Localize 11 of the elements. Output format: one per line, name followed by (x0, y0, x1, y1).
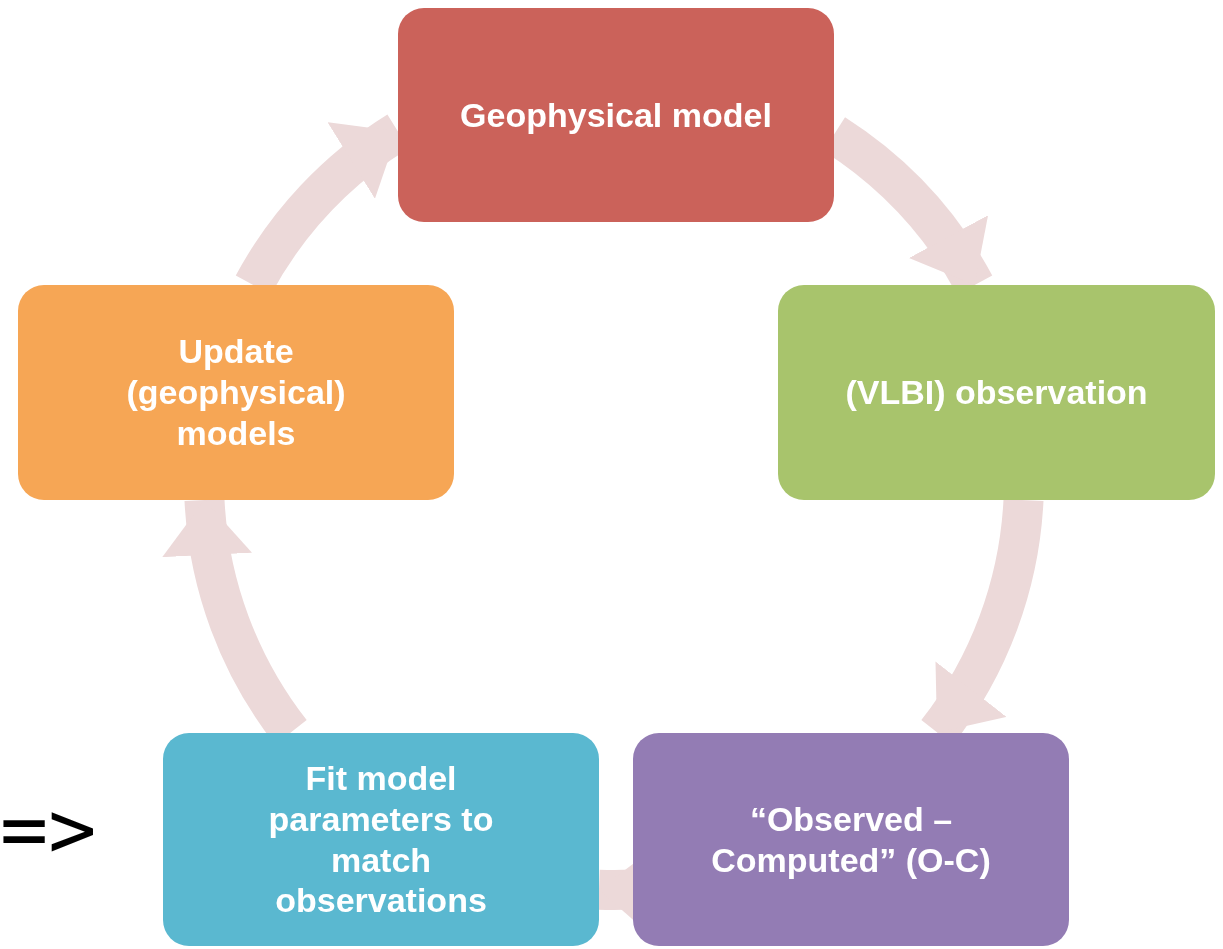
process-box (163, 733, 599, 946)
box-label: “Observed – Computed” (O-C) (710, 798, 992, 881)
box-label: Fit model parameters to match observations (267, 757, 495, 922)
process-box (18, 285, 454, 500)
box-label: (VLBI) observation (845, 372, 1148, 413)
box-label: Geophysical model (460, 94, 772, 136)
arrow-symbol-text: => (0, 790, 97, 870)
process-box (633, 733, 1069, 946)
process-box (398, 8, 834, 222)
process-box (778, 285, 1215, 500)
box-label: Update (geophysical) models (125, 331, 347, 454)
